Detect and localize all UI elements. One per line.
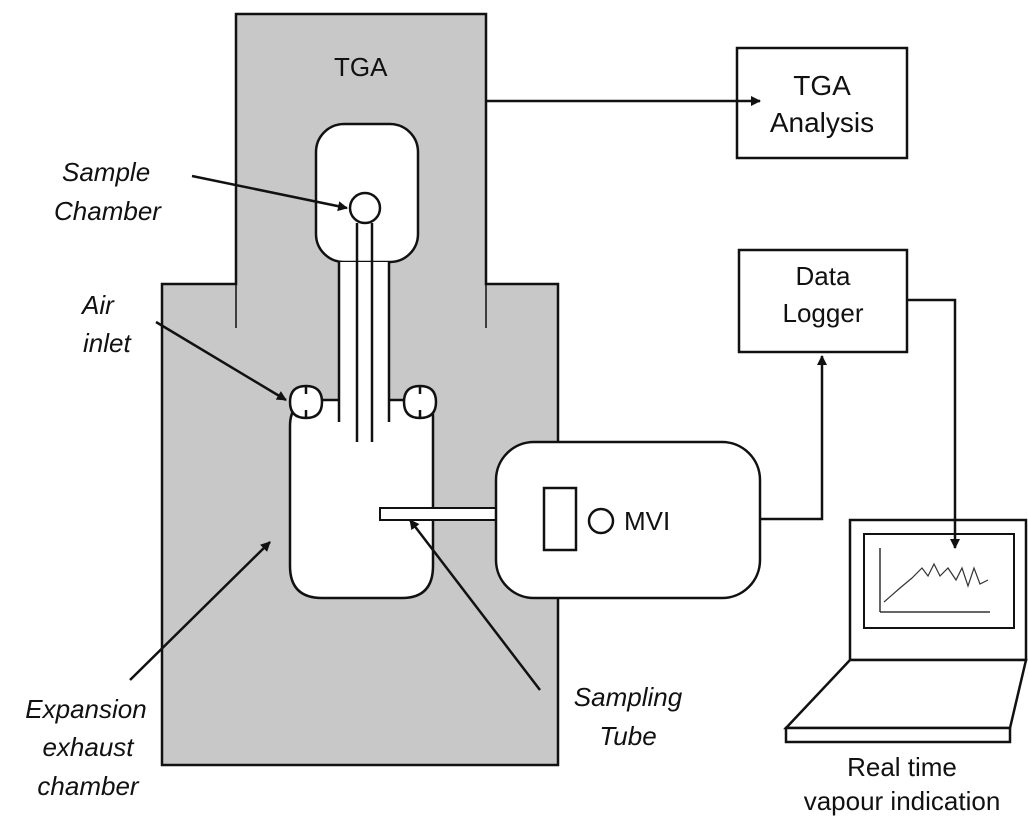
expansion-label-line2: exhaust <box>42 732 135 762</box>
sample-chamber-label-line2: Chamber <box>54 196 162 226</box>
mvi-indicator <box>587 507 615 535</box>
real-time-label-line2: vapour indication <box>804 786 1001 816</box>
air-inlet-pointer <box>155 320 287 402</box>
tga-analysis-box <box>735 46 909 160</box>
sampling-tube-pointer <box>409 519 541 691</box>
air-inlet-right <box>402 384 438 420</box>
expansion-chamber-pointer <box>129 541 271 681</box>
sampling-tube-label-line1: Sampling <box>574 682 683 712</box>
mvi-to-logger-arrow <box>760 355 827 521</box>
real-time-label-line1: Real time <box>847 752 957 782</box>
tga-label: TGA <box>334 52 388 82</box>
logger-to-laptop-arrow <box>907 298 960 549</box>
tga-analysis-label-line1: TGA <box>793 70 851 101</box>
chart-thumbnail <box>879 548 990 613</box>
sampling-tube-label-line2: Tube <box>599 721 656 751</box>
air-inlet-left <box>288 384 324 420</box>
data-logger-label-line1: Data <box>796 261 851 291</box>
laptop-icon <box>783 518 1028 744</box>
tga-analysis-label-line2: Analysis <box>770 107 874 138</box>
mvi-label: MVI <box>624 506 670 536</box>
sampling-tube <box>379 507 501 521</box>
air-inlet-label-line1: Air <box>80 290 115 320</box>
expansion-label-line3: chamber <box>37 771 139 801</box>
expansion-label-line1: Expansion <box>25 694 146 724</box>
sample-chamber-label-line1: Sample <box>62 157 150 187</box>
mvi-sensor-window <box>542 486 578 552</box>
sample-chamber-pointer <box>191 174 348 212</box>
expansion-exhaust-chamber <box>288 398 435 600</box>
connecting-tube <box>339 262 389 422</box>
data-logger-label-line2: Logger <box>783 298 864 328</box>
sample-pan <box>348 191 382 225</box>
air-inlet-label-line2: inlet <box>83 328 132 358</box>
